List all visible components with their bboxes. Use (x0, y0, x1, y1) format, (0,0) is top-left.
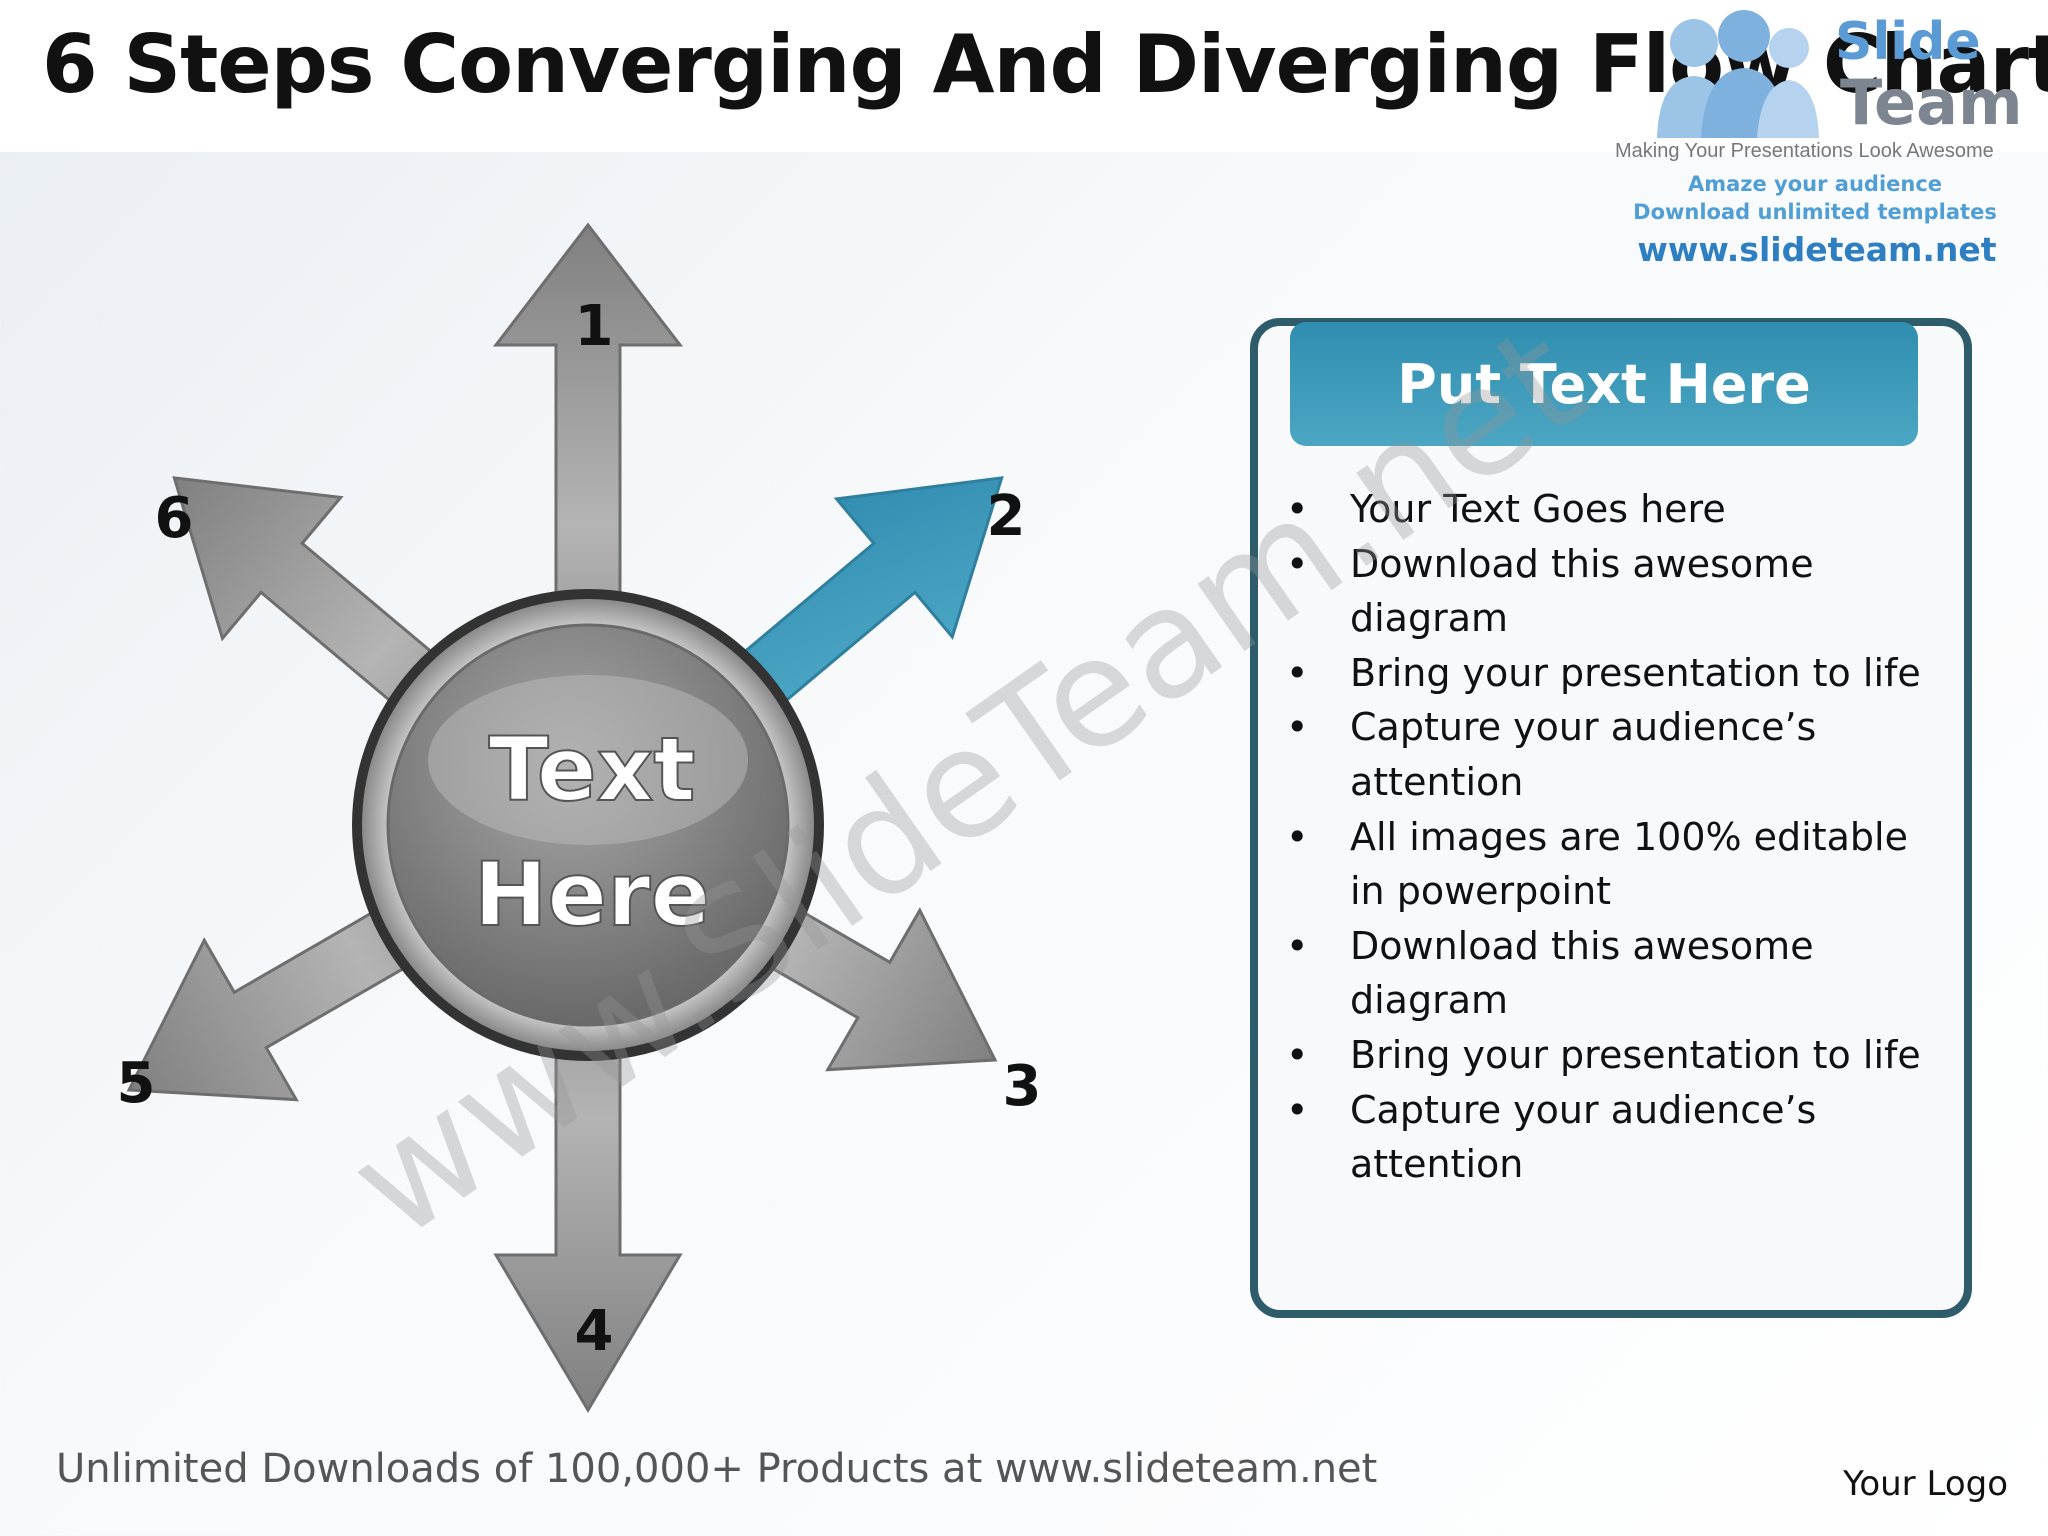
step-label-4: 4 (575, 1299, 614, 1364)
brand-tagline: Making Your Presentations Look Awesome (1615, 140, 1994, 162)
logo-placeholder: Your Logo (1843, 1464, 2008, 1504)
brand-line-2: Download unlimited templates (1633, 200, 1997, 224)
people-icon (1657, 10, 1819, 138)
step-label-2: 2 (987, 484, 1026, 549)
brand-slide: Slide (1835, 12, 1981, 72)
bullet-item: Download this awesome diagram (1282, 919, 1922, 1028)
flow-diagram: Text Here 1 2 3 4 5 6 (117, 222, 1042, 1413)
brand-line-1: Amaze your audience (1687, 172, 1943, 196)
step-label-1: 1 (575, 294, 614, 359)
bullet-item: Bring your presentation to life (1282, 1028, 1922, 1083)
brand-url: www.slideteam.net (1637, 230, 1997, 269)
bullet-item: Bring your presentation to life (1282, 646, 1922, 701)
panel-header: Put Text Here (1290, 322, 1918, 446)
bullet-item: Capture your audience’s attention (1282, 700, 1922, 809)
hub-highlight (428, 675, 748, 845)
bullet-item: Your Text Goes here (1282, 482, 1922, 537)
bullet-item: Download this awesome diagram (1282, 537, 1922, 646)
step-label-6: 6 (155, 486, 194, 551)
panel-title: Put Text Here (1397, 352, 1811, 416)
step-label-3: 3 (1003, 1054, 1042, 1119)
bullet-item: Capture your audience’s attention (1282, 1083, 1922, 1192)
hub-text-line-1: Text (489, 718, 696, 821)
slideteam-logo: Slide Team Making Your Presentations Loo… (1605, 8, 2025, 269)
hub-text-line-2: Here (474, 843, 710, 946)
brand-team: Team (1840, 66, 2023, 139)
bullet-item: All images are 100% editable in powerpoi… (1282, 810, 1922, 919)
footer-text: Unlimited Downloads of 100,000+ Products… (56, 1446, 1378, 1492)
step-label-5: 5 (117, 1051, 156, 1116)
bullet-list: Your Text Goes here Download this awesom… (1282, 482, 1922, 1192)
